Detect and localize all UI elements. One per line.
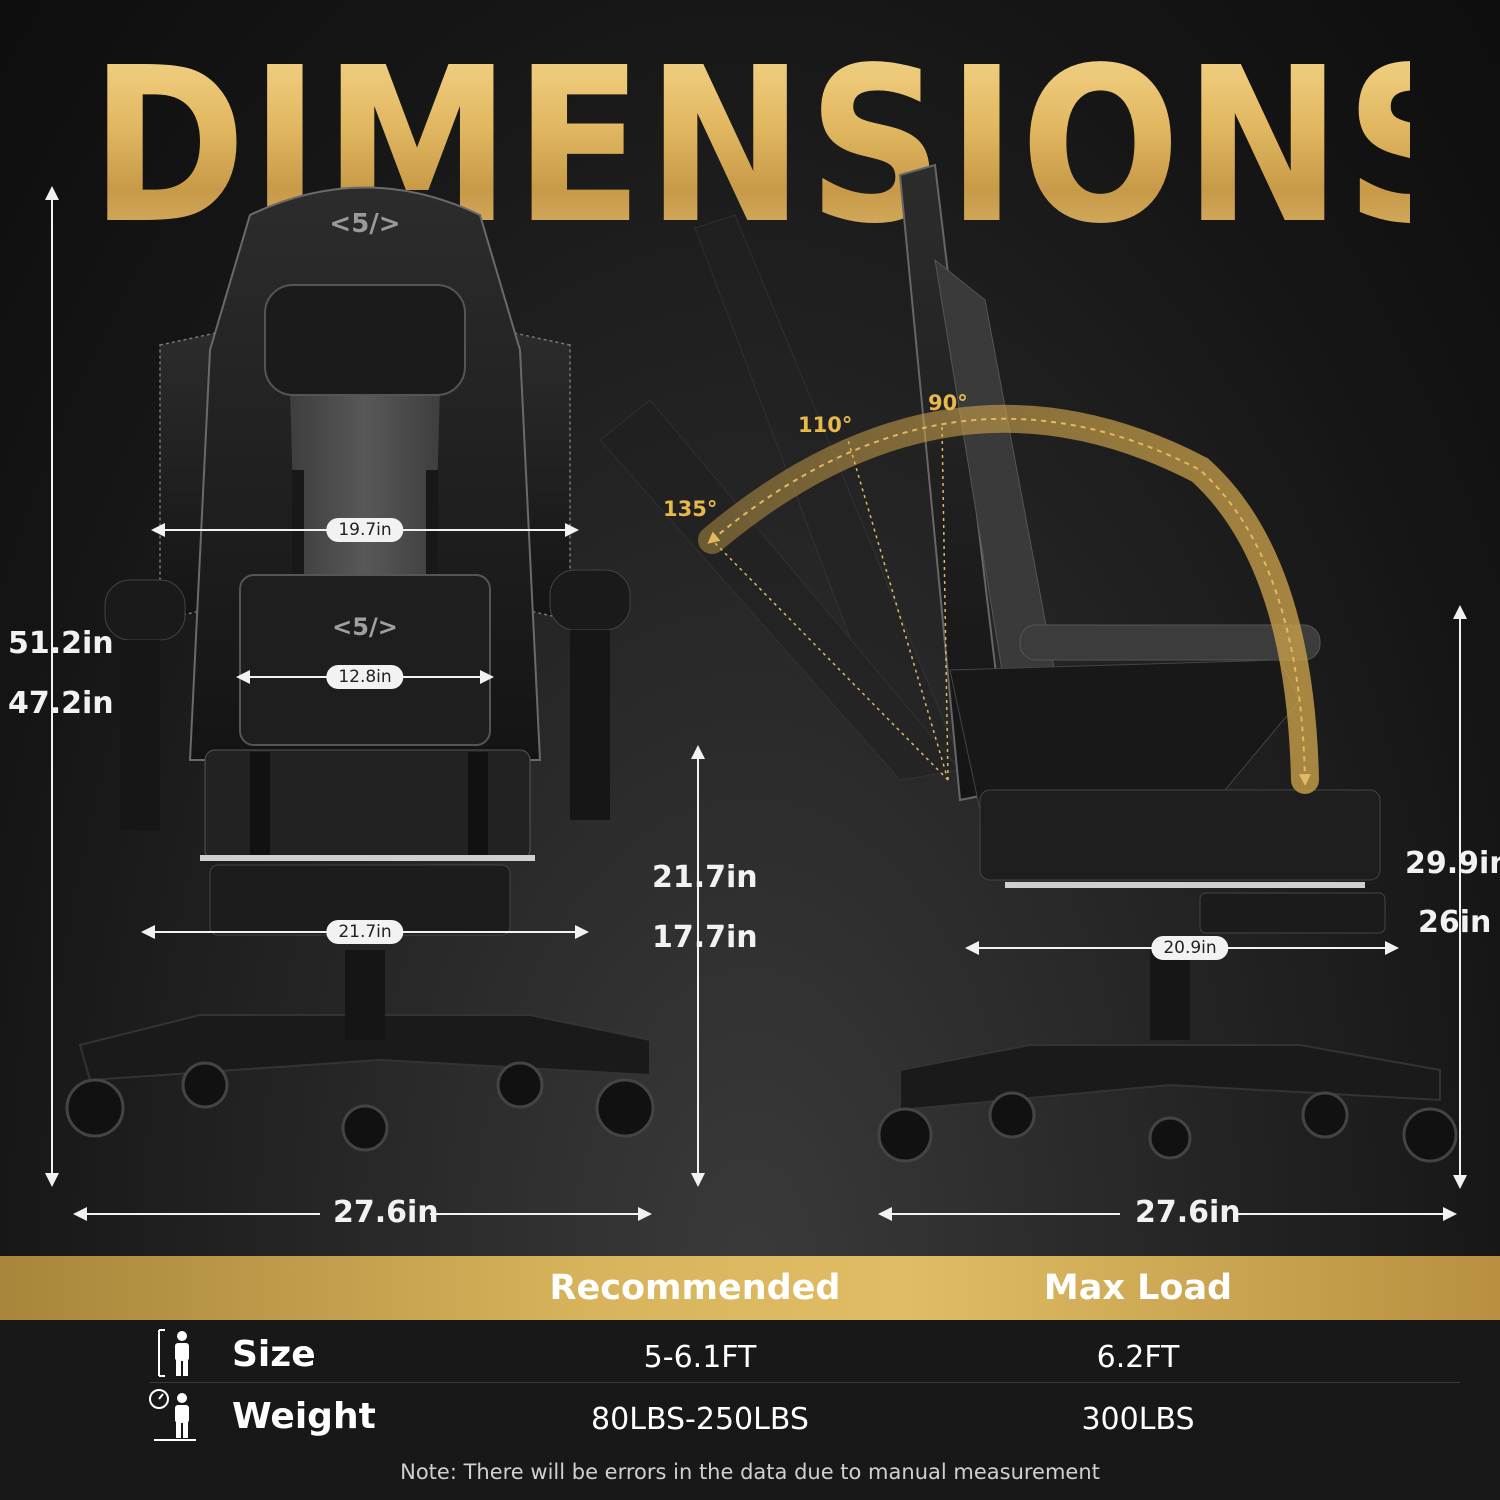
table-header: Recommended Max Load <box>0 1256 1500 1320</box>
seat-height-min-label: 17.7in <box>652 920 758 955</box>
front-base-width-label: 27.6in <box>333 1195 439 1230</box>
seat-depth-label: 20.9in <box>1151 936 1229 960</box>
angle-135-label: 135° <box>663 497 718 521</box>
svg-text:<5/>: <5/> <box>329 209 400 239</box>
measurement-note: Note: There will be errors in the data d… <box>400 1460 1100 1484</box>
svg-text:<5/>: <5/> <box>332 613 398 641</box>
seat-width-label: 21.7in <box>326 920 404 944</box>
armrest-height-max-label: 29.9in <box>1405 846 1500 881</box>
armrest-height-min-label: 26in <box>1418 905 1492 940</box>
person-height-icon <box>158 1329 189 1377</box>
row-weight-label: Weight <box>232 1396 376 1437</box>
side-base-width-label: 27.6in <box>1135 1195 1241 1230</box>
weight-recommended-value: 80LBS-250LBS <box>591 1402 809 1437</box>
side-chair <box>599 163 1458 1163</box>
row-size-label: Size <box>232 1334 316 1375</box>
angle-90-label: 90° <box>928 391 968 415</box>
angle-110-label: 110° <box>798 413 853 437</box>
table-body: Size 5-6.1FT 6.2FT Weight 80LBS-250LBS 3… <box>0 1320 1500 1500</box>
row-divider <box>150 1382 1460 1383</box>
size-max-value: 6.2FT <box>1096 1340 1180 1375</box>
backrest-width-label: 19.7in <box>326 518 404 542</box>
lumbar-width-label: 12.8in <box>326 665 404 689</box>
recline-arc <box>698 404 1319 794</box>
person-weight-icon <box>149 1389 196 1441</box>
total-height-max-label: 51.2in <box>8 626 114 661</box>
header-max-load: Max Load <box>1043 1268 1233 1308</box>
weight-max-value: 300LBS <box>1081 1402 1195 1437</box>
header-recommended: Recommended <box>549 1268 841 1308</box>
size-recommended-value: 5-6.1FT <box>643 1340 757 1375</box>
seat-height-max-label: 21.7in <box>652 860 758 895</box>
front-chair: <5/> <5/> <box>65 186 655 1152</box>
total-height-min-label: 47.2in <box>8 686 114 721</box>
